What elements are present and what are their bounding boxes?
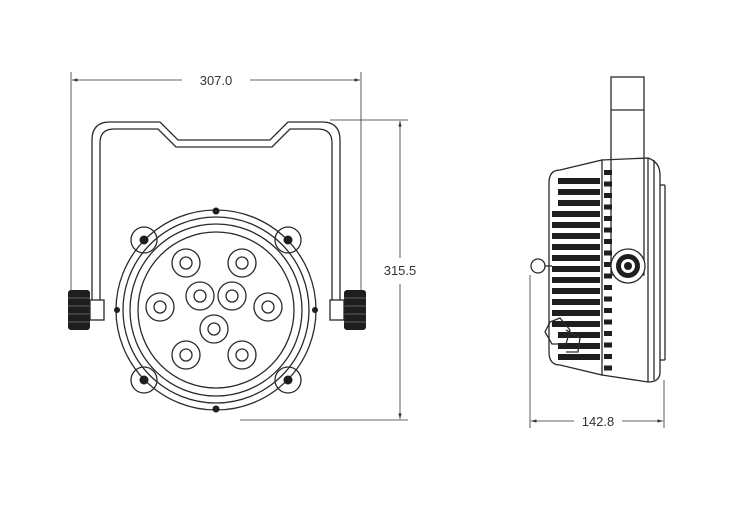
cooling-fin [552,211,600,217]
housing-rib [604,354,612,359]
housing-rib [604,181,612,187]
cooling-fin [558,189,600,195]
housing-screws [114,207,318,413]
led-icon [171,340,201,370]
housing-rib [604,239,612,244]
width-dimension-label: 307.0 [200,73,233,88]
housing-rib [604,204,612,210]
led-icon [199,314,229,344]
cooling-fin [558,200,600,206]
cooling-fin [552,244,600,250]
screw-icon [283,375,293,385]
housing-rib [604,365,612,371]
housing-rib [604,319,612,325]
led-icon [253,292,283,322]
housing-rib [604,331,612,336]
side-view: 142.8 [529,76,666,429]
led-icon [145,292,175,322]
cooling-fin [558,178,600,184]
housing-rib [604,273,612,279]
side-bracket [610,76,645,276]
housing-rib [604,250,612,256]
side-body [548,157,666,383]
housing-rib [604,216,612,221]
housing-rib [604,262,612,267]
cooling-fin [552,266,600,272]
depth-dimension-label: 142.8 [582,414,615,429]
housing-rib [604,296,612,302]
housing-rib [604,342,612,348]
screw-icon [283,235,293,245]
housing-rib [604,227,612,233]
left-knob [68,290,105,330]
height-dimension: 315.5 [240,119,417,421]
cooling-fins [552,170,612,371]
yoke-bracket [91,121,341,300]
screw-icon [312,307,318,313]
screw-icon [212,405,220,413]
cooling-fin [552,255,600,261]
led-icon [217,281,247,311]
screw-icon [212,207,220,215]
housing-rib [604,170,612,175]
housing-rib [604,308,612,313]
cooling-fin [558,354,600,360]
right-knob [329,290,366,330]
depth-dimension: 142.8 [529,275,665,429]
safety-loop [530,258,552,274]
cooling-fin [552,310,600,316]
width-dimension: 307.0 [70,72,362,300]
led-array [145,248,283,370]
cooling-fin [552,321,600,327]
cooling-fin [558,332,600,338]
side-knob [610,248,646,284]
screw-icon [139,235,149,245]
led-icon [185,281,215,311]
led-icon [227,248,257,278]
cooling-fin [552,233,600,239]
cooling-fin [552,277,600,283]
housing-rib [604,193,612,198]
height-dimension-label: 315.5 [384,263,417,278]
led-icon [171,248,201,278]
screw-icon [114,307,120,313]
led-icon [227,340,257,370]
housing-rib [604,285,612,290]
screw-icon [139,375,149,385]
cooling-fin [552,299,600,305]
cooling-fin [552,288,600,294]
front-view: 307.0 315.5 [68,72,417,421]
cooling-fin [552,222,600,228]
cable-gland [544,317,581,353]
